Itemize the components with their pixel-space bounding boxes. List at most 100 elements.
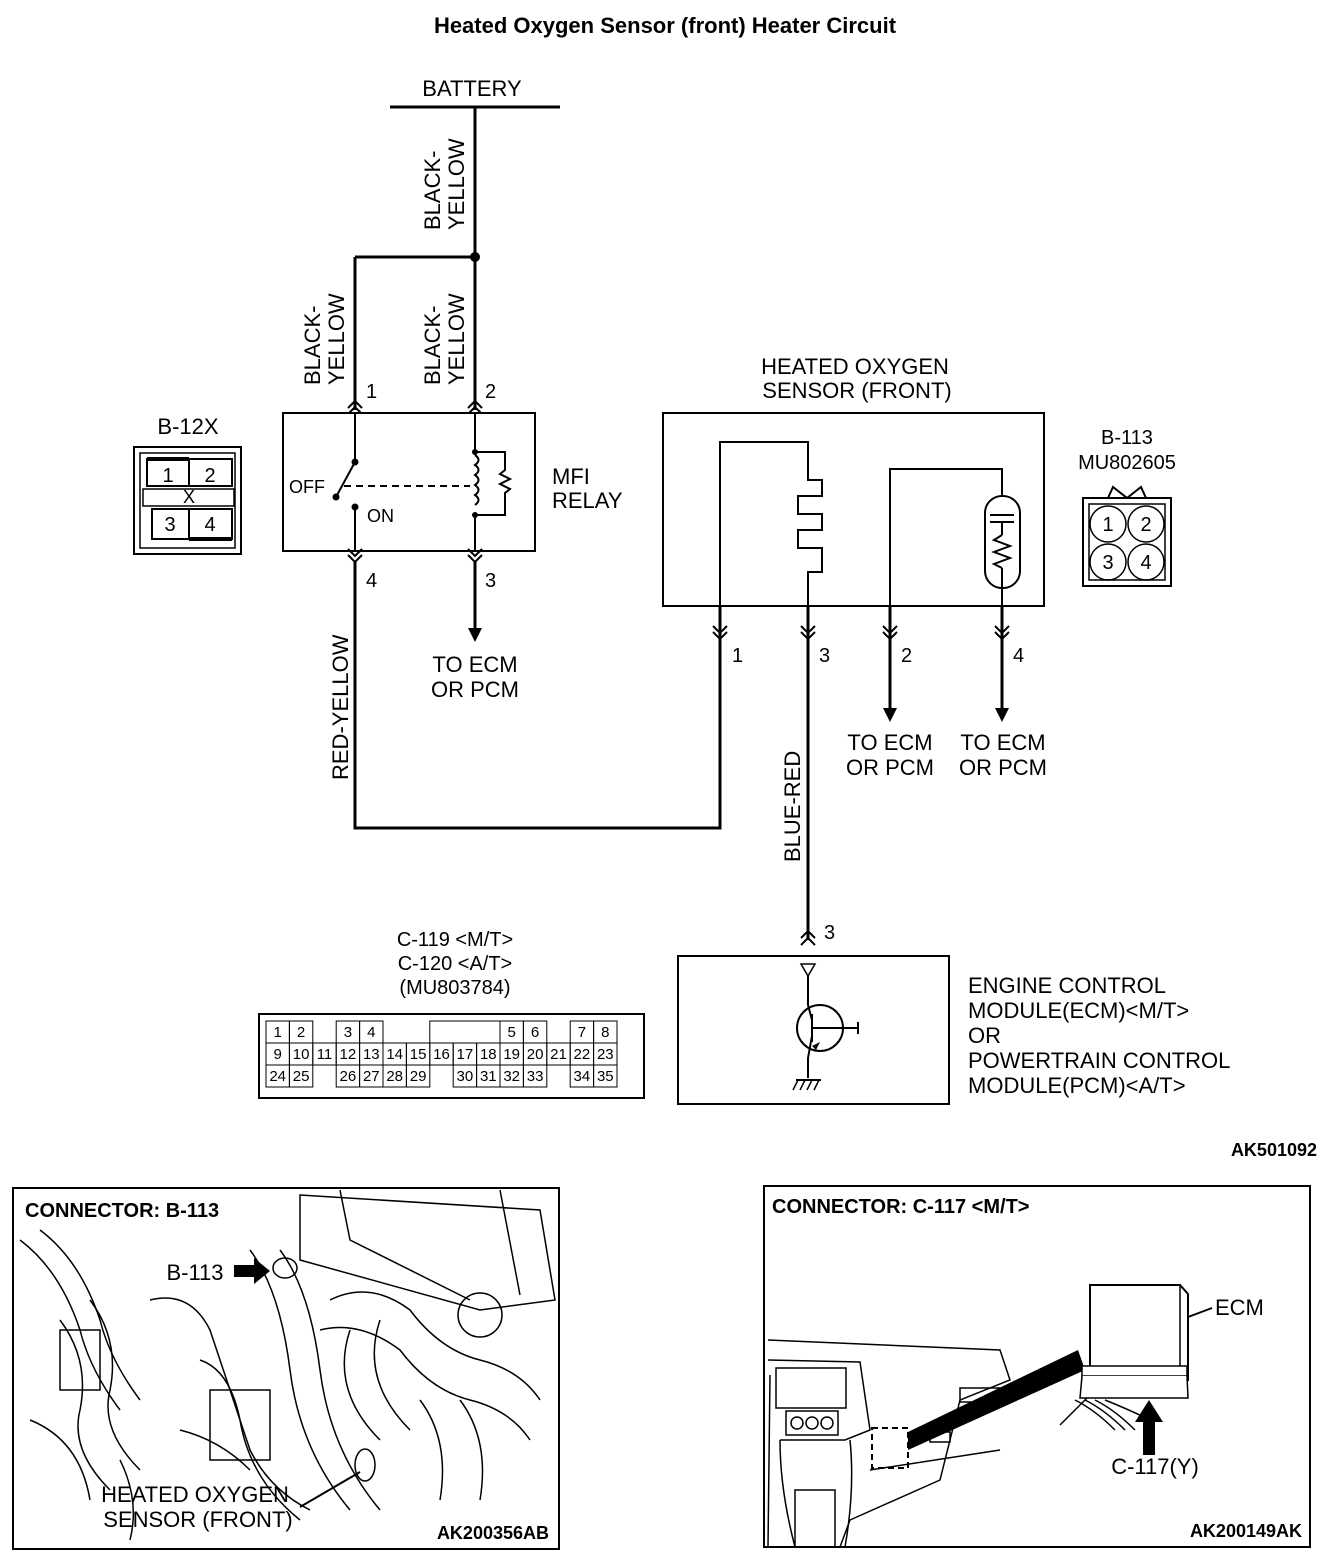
- c119-pin-cell: [405, 1064, 431, 1088]
- wire-label-blue-red: BLUE-RED: [780, 751, 805, 862]
- ecm-input-icon: [799, 963, 817, 978]
- transistor-arrow: [812, 1042, 820, 1050]
- sensor-name-line2: SENSOR (FRONT): [762, 378, 951, 403]
- c119-pin-label: 28: [386, 1068, 403, 1085]
- ground-icon: [792, 1079, 821, 1091]
- c119-pin-label: 8: [601, 1024, 609, 1041]
- photo-left-label-line1: HEATED OXYGEN: [101, 1482, 289, 1507]
- photo-left-callout: B-113: [166, 1260, 223, 1285]
- coil-icon: [473, 454, 480, 506]
- pin-marker: [467, 405, 483, 415]
- c119-pin-label: 18: [480, 1046, 497, 1063]
- c119-key: [429, 1020, 501, 1044]
- ecm-box: [677, 955, 950, 1105]
- svg-text:YELLOW: YELLOW: [324, 293, 349, 385]
- c119-pin-label: 2: [297, 1024, 305, 1041]
- photo-right-callout: C-117(Y): [1111, 1454, 1199, 1479]
- c119-pin-label: 31: [480, 1068, 497, 1085]
- heater-element-icon: [719, 441, 823, 606]
- b12x-pin: 1: [162, 465, 173, 487]
- dashboard-illustration: [767, 1339, 1091, 1548]
- photo-right-heading: CONNECTOR: C-117 <M/T>: [772, 1196, 1029, 1218]
- switch-on-label: ON: [367, 506, 394, 526]
- sensor-pin2-to-ecm-line2: OR PCM: [846, 755, 934, 780]
- engine-bay-illustration: [19, 1189, 556, 1541]
- b113-cavity: [1089, 543, 1127, 581]
- pin-marker: [467, 399, 483, 409]
- switch-off-label: OFF: [289, 477, 325, 497]
- diagram-code: AK501092: [1231, 1140, 1317, 1160]
- b113-pin: 4: [1140, 552, 1151, 574]
- sensing-resistor-icon: [991, 534, 1013, 569]
- c119-pin-label: 3: [344, 1024, 352, 1041]
- c119-pin-cell: [522, 1064, 548, 1088]
- leader-line: [1187, 1307, 1213, 1318]
- c119-label-line1: C-119 <M/T>: [397, 929, 513, 951]
- c119-pin-label: 25: [293, 1068, 310, 1085]
- c119-pin-label: 29: [410, 1068, 427, 1085]
- relay-pin-1: 1: [366, 381, 377, 403]
- c119-pin-label: 23: [597, 1046, 614, 1063]
- b12x-pin: 4: [204, 514, 215, 536]
- b113-cavity: [1089, 505, 1127, 543]
- c119-pin-label: 26: [340, 1068, 357, 1085]
- pin-marker: [800, 929, 816, 939]
- sensor-pin-1: 1: [732, 645, 743, 667]
- sensor-pin-4: 4: [1013, 645, 1024, 667]
- arrow-down-icon: [883, 708, 897, 722]
- relay-to-ecm-line1: TO ECM: [432, 652, 517, 677]
- ecm-name: ENGINE CONTROL MODULE(ECM)<M/T> OR POWER…: [968, 973, 1230, 1098]
- b12x-pin: 3: [164, 514, 175, 536]
- b12x-pin: 2: [204, 465, 215, 487]
- switch-contact-off: [332, 493, 340, 501]
- pin-marker: [347, 399, 363, 409]
- ecm-pin-3: 3: [824, 922, 835, 944]
- svg-text:BLACK-: BLACK-: [420, 306, 445, 385]
- c119-pin-label: 11: [317, 1046, 333, 1063]
- c119-connector-outer: [258, 1013, 645, 1099]
- relay-name-line1: MFI: [552, 464, 590, 489]
- arrow-up-icon: [1135, 1400, 1163, 1455]
- photo-right-ecm-label: ECM: [1215, 1295, 1264, 1320]
- relay-pin-2: 2: [485, 381, 496, 403]
- svg-text:POWERTRAIN CONTROL: POWERTRAIN CONTROL: [968, 1048, 1230, 1073]
- svg-text:BLUE-RED: BLUE-RED: [780, 751, 805, 862]
- sensor-pin-3: 3: [819, 645, 830, 667]
- c119-pin-label: 12: [340, 1046, 357, 1063]
- wire-label-red-yellow: RED-YELLOW: [328, 634, 353, 780]
- b113-pin: 2: [1140, 514, 1151, 536]
- photo-panel-b113: [12, 1187, 560, 1550]
- b113-cavity: [1127, 543, 1165, 581]
- b12x-label: B-12X: [157, 414, 218, 439]
- battery-label: BATTERY: [422, 76, 522, 101]
- svg-text:YELLOW: YELLOW: [444, 138, 469, 230]
- pin-marker: [800, 936, 816, 946]
- relay-name-line2: RELAY: [552, 488, 623, 513]
- sensor-pin4-to-ecm-line1: TO ECM: [960, 730, 1045, 755]
- transistor-emitter: [807, 1035, 813, 1059]
- sensor-name-line1: HEATED OXYGEN: [761, 354, 949, 379]
- c119-pin-label: 16: [433, 1046, 450, 1063]
- ecm-unit-illustration: [1074, 1284, 1189, 1431]
- relay-to-ecm-line2: OR PCM: [431, 677, 519, 702]
- code-background: [423, 1520, 551, 1544]
- c119-pin-label: 15: [410, 1046, 427, 1063]
- c119-pin-label: 1: [274, 1024, 282, 1041]
- c119-pin-label: 4: [367, 1024, 375, 1041]
- c119-pin-label: 35: [597, 1068, 614, 1085]
- c119-pin-label: 9: [274, 1046, 282, 1063]
- svg-text:MODULE(PCM)<A/T>: MODULE(PCM)<A/T>: [968, 1073, 1186, 1098]
- c119-pin-label: 5: [508, 1024, 516, 1041]
- c119-pin-label: 27: [363, 1068, 380, 1085]
- photo-panel-c117: [763, 1185, 1311, 1548]
- c119-pin-label: 14: [386, 1046, 403, 1063]
- relay-pin-3: 3: [485, 570, 496, 592]
- c119-pin-label: 21: [550, 1046, 567, 1063]
- svg-text:OR: OR: [968, 1023, 1001, 1048]
- arrow-down-icon: [468, 628, 482, 642]
- c119-pin-label: 32: [503, 1068, 520, 1085]
- diagram-title: Heated Oxygen Sensor (front) Heater Circ…: [434, 13, 897, 38]
- b12x-middle-bar: [142, 488, 235, 507]
- b113-pin: 1: [1102, 514, 1113, 536]
- svg-text:YELLOW: YELLOW: [444, 293, 469, 385]
